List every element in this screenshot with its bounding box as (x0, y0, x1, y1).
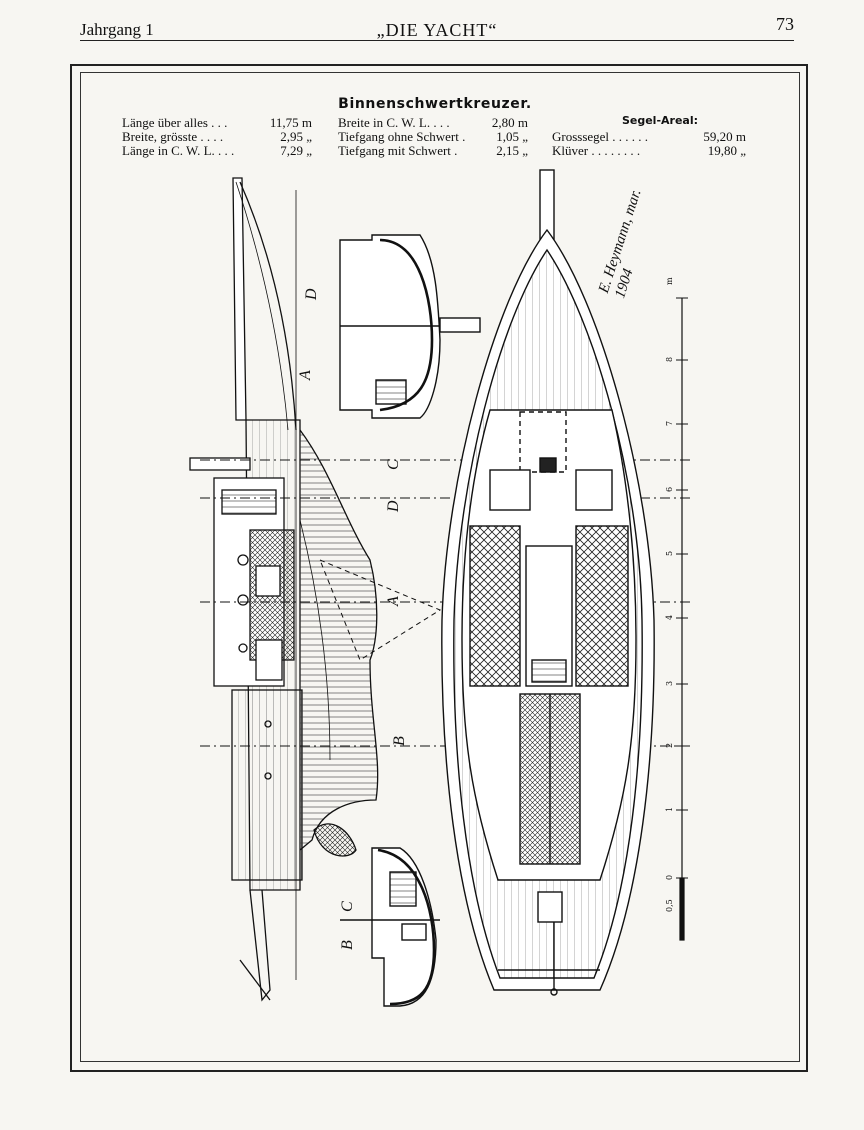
spec-value: 11,75 m (269, 115, 312, 130)
spec-row: Breite in C. W. L. . . . 2,80 m (338, 116, 528, 130)
spec-label: Grosssegel . . . . . . (552, 129, 649, 144)
scale-bar (676, 297, 688, 941)
section-label: C (385, 459, 402, 470)
spec-value: 19,80 „ (707, 143, 746, 158)
scale-unit: m (665, 277, 674, 285)
spec-label: Breite in C. W. L. . . . (338, 115, 450, 130)
scale-tick-label: 1 (665, 807, 674, 812)
spec-row: Breite, grösste . . . . 2,95 „ (122, 130, 312, 144)
page-number: 73 (776, 14, 794, 34)
spec-row: Tiefgang mit Schwert . 2,15 „ (338, 144, 528, 158)
scale-tick-label: 5 (665, 551, 674, 556)
section-label: A (385, 596, 402, 607)
cross-section-upper (339, 234, 481, 419)
plate-frame-outer (70, 64, 808, 1072)
spec-label: Länge über alles . . . (122, 115, 228, 130)
scale-tick-label: 7 (665, 421, 674, 426)
scale-tick-label: 6 (665, 487, 674, 492)
spec-label: Breite, grösste . . . . (122, 129, 224, 144)
section-label: B (391, 736, 408, 746)
profile-view (189, 177, 442, 1002)
scale-tick-label: 4 (665, 615, 674, 620)
spec-label: Tiefgang ohne Schwert . (338, 129, 466, 144)
plan-view (441, 169, 655, 996)
spec-row: Klüver . . . . . . . . 19,80 „ (552, 144, 746, 158)
spec-value: 59,20 m (703, 129, 746, 144)
section-label: A (297, 370, 314, 381)
spec-value: 2,15 „ (496, 143, 528, 158)
section-label: D (385, 500, 402, 513)
scale-tick-label: 3 (665, 681, 674, 686)
section-label: D (303, 288, 320, 301)
scale-tick-label: 2 (665, 743, 674, 748)
spec-value: 7,29 „ (280, 143, 312, 158)
spec-value: 1,05 „ (496, 129, 528, 144)
volume-label: Jahrgang 1 (80, 20, 154, 39)
cross-section-lower (340, 847, 440, 1007)
scale-tick-label: 8 (665, 357, 674, 362)
spec-row: Tiefgang ohne Schwert . 1,05 „ (338, 130, 528, 144)
plate-frame-inner (80, 72, 800, 1062)
spec-row: Grosssegel . . . . . . 59,20 m (552, 130, 746, 144)
spec-row: Länge über alles . . . 11,75 m (122, 116, 312, 130)
running-header: Jahrgang 1 „DIE YACHT“ 73 (80, 14, 794, 41)
specs-column-3: Grosssegel . . . . . . 59,20 m Klüver . .… (552, 116, 746, 158)
specs-column-1: Länge über alles . . . 11,75 m Breite, gr… (122, 116, 312, 158)
scale-tick-label: 0 (665, 875, 674, 880)
spec-row: Länge in C. W. L. . . . 7,29 „ (122, 144, 312, 158)
section-label: C (339, 901, 356, 912)
scale-tick-label: 0,5 (665, 899, 674, 912)
journal-title: „DIE YACHT“ (376, 20, 498, 40)
spec-value: 2,80 m (491, 115, 528, 130)
specs-column-2: Breite in C. W. L. . . . 2,80 m Tiefgang … (338, 116, 528, 158)
spec-value: 2,95 „ (280, 129, 312, 144)
plate-title: Binnenschwertkreuzer. (338, 96, 532, 112)
spec-label: Klüver . . . . . . . . (552, 143, 641, 158)
sail-area-heading: Segel-Areal: (621, 114, 699, 127)
spec-label: Länge in C. W. L. . . . (122, 143, 235, 158)
scale-ticks (676, 297, 688, 879)
spec-label: Tiefgang mit Schwert . (338, 143, 458, 158)
section-label: B (339, 940, 356, 950)
